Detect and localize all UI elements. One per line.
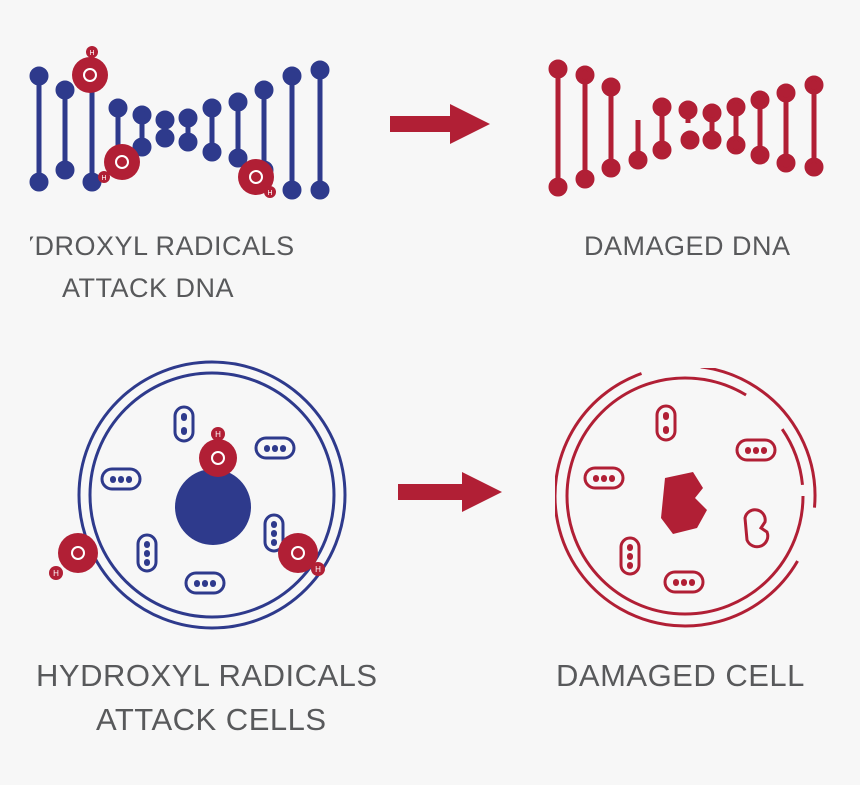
damaged-cell-icon [555, 368, 817, 628]
hydroxyl-radical-icon: H [49, 533, 98, 580]
hydroxyl-radical-icon: H [72, 46, 108, 93]
svg-text:H: H [53, 569, 59, 578]
hydroxyl-radical-icon: H [238, 159, 276, 198]
svg-text:H: H [315, 565, 321, 574]
svg-text:H: H [267, 190, 272, 197]
damaged-dna-icon [548, 59, 824, 197]
svg-text:H: H [101, 175, 106, 182]
dna-attack-caption-line1: YDROXYL RADICALS [30, 233, 295, 260]
cell-attack-caption-line2: ATTACK CELLS [96, 702, 327, 737]
damaged-nucleus-icon [661, 472, 707, 534]
dna-attack-caption-line2: ATTACK DNA [62, 273, 235, 303]
cell-icon: H H H [49, 360, 347, 630]
hydroxyl-radical-icon: H [199, 427, 237, 477]
svg-text:H: H [215, 430, 221, 439]
hydroxyl-radical-icon: H [98, 144, 140, 183]
svg-text:H: H [89, 50, 94, 57]
cell-attack-caption-line1: HYDROXYL RADICALS [36, 658, 378, 693]
dna-helix-icon: H H H [29, 46, 330, 200]
damaged-dna-caption: DAMAGED DNA [584, 233, 791, 260]
hydroxyl-radical-icon: H [278, 533, 325, 576]
arrow-right-icon [390, 104, 490, 144]
nucleus-icon [175, 469, 251, 545]
damaged-cell-caption: DAMAGED CELL [556, 660, 805, 691]
arrow-right-icon [398, 472, 502, 512]
